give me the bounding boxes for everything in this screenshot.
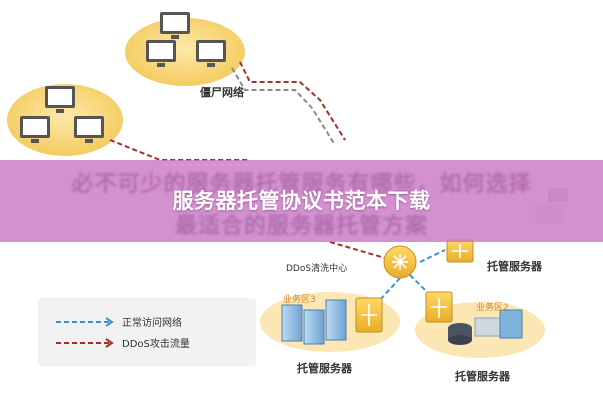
monitor-icon [160, 12, 190, 39]
legend: 正常访问网络 DDoS攻击流量 [38, 298, 256, 366]
arrow-icon [105, 317, 114, 327]
monitor-icon [45, 86, 75, 113]
normal-access-line [409, 274, 431, 296]
ddos-attack-path [239, 61, 346, 141]
hosting-server-label: 托管服务器 [487, 259, 543, 273]
router-icon [425, 291, 453, 323]
normal-access-line [419, 249, 446, 263]
monitor-icon [196, 40, 226, 67]
hosting-server-label: 托管服务器 [297, 361, 353, 375]
monitor-icon [146, 40, 176, 67]
zone3-label: 业务区3 [283, 293, 316, 305]
arrow-icon [105, 338, 114, 348]
ddos-center-label: DDoS清洗中心 [286, 262, 347, 274]
ddos-attack-path [329, 241, 386, 259]
storage-icon [448, 323, 472, 345]
router-icon [383, 245, 417, 279]
ddos-attack-path [231, 67, 336, 146]
zombie-network-label: 僵尸网络 [200, 85, 244, 99]
hosting-server-label: 托管服务器 [455, 369, 511, 383]
legend-ddos-label: DDoS攻击流量 [122, 337, 190, 350]
zombie-cluster-top [125, 18, 245, 86]
ddos-attack-path [109, 139, 250, 161]
zone2-label: 业务区2 [476, 301, 509, 313]
router-icon [446, 239, 474, 263]
legend-normal-label: 正常访问网络 [122, 316, 182, 329]
monitor-icon [20, 116, 50, 143]
page-title: 服务器托管协议书范本下载 [172, 189, 431, 213]
server-icon [474, 309, 523, 339]
server-rack-icon [281, 299, 347, 345]
monitor-icon [74, 116, 104, 143]
title-banner [0, 160, 603, 242]
router-icon [355, 297, 383, 333]
normal-access-line [379, 277, 401, 301]
